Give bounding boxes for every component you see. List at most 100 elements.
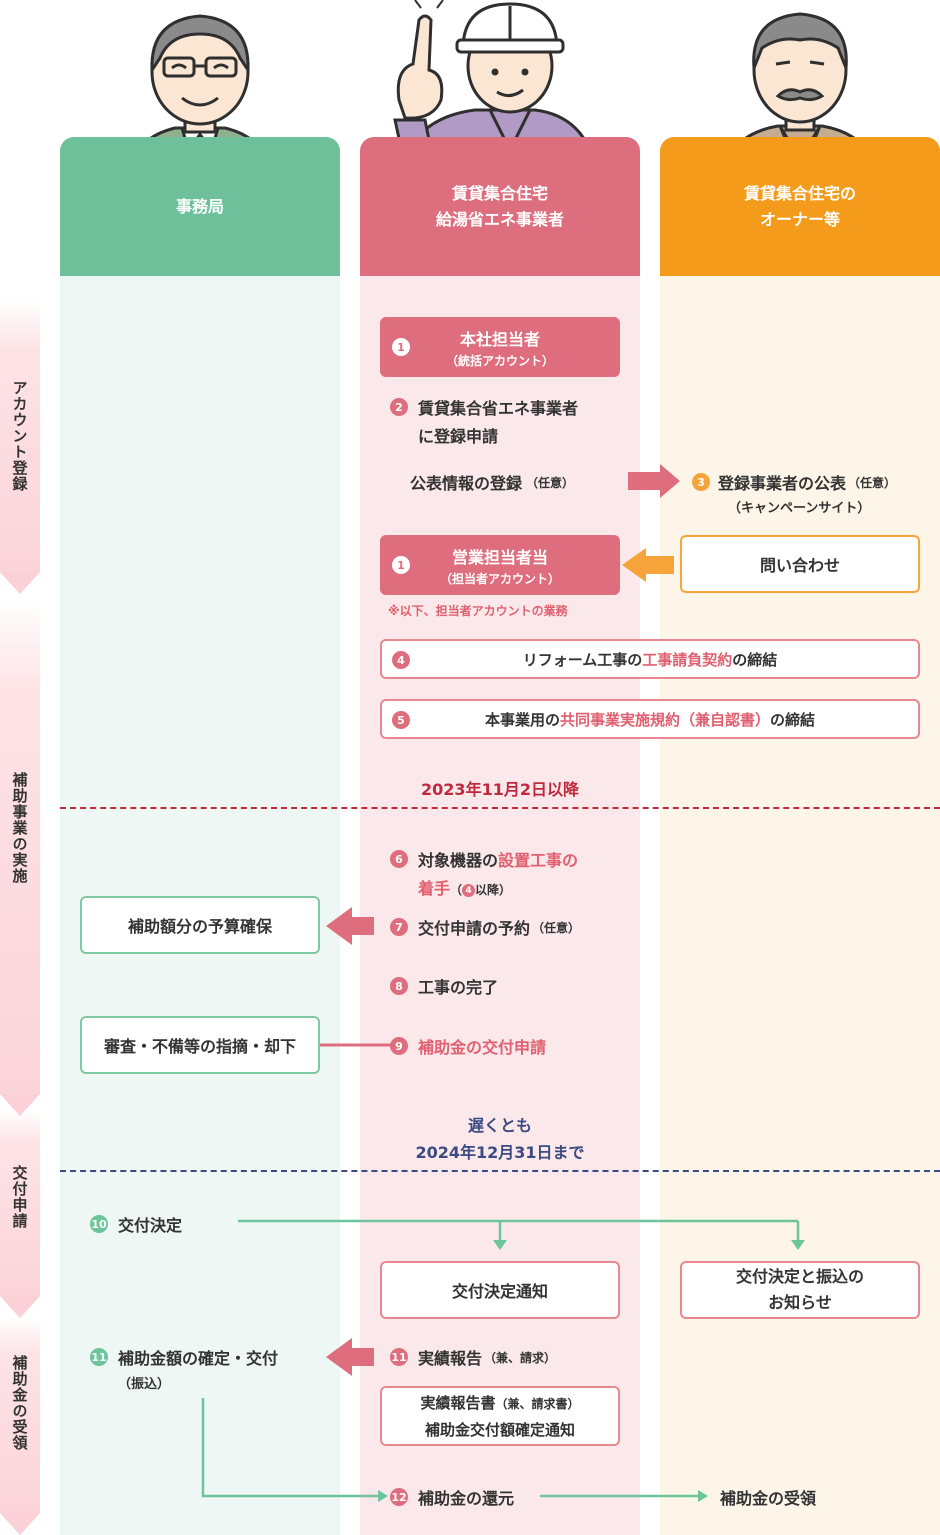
owner-notice-line1: 交付決定と振込の — [735, 1267, 864, 1286]
public-info-registration: 公表情報の登録 （任意） — [410, 470, 574, 494]
deadline-line2: 2024年12月31日まで — [415, 1143, 585, 1162]
inquiry-box: 問い合わせ — [680, 535, 920, 593]
step-register-line1: 賃貸集合省エネ事業者 — [418, 399, 579, 418]
step-construction-complete: 8 工事の完了 — [390, 974, 498, 998]
step-number: 3 — [692, 473, 710, 491]
construction-highlight-2: 着手 — [418, 879, 451, 898]
final-payment-text: 補助金額の確定・交付 — [118, 1349, 279, 1368]
report-note: （兼、請求） — [484, 1350, 557, 1365]
step-number: 1 — [392, 556, 410, 574]
arrowhead-decision-to-notice — [493, 1240, 507, 1250]
column-header-contractor: 賃貸集合住宅 給湯省エネ事業者 — [360, 137, 640, 276]
report-doc-note: （兼、請求書） — [495, 1396, 580, 1411]
phase-arrow-account — [0, 300, 40, 594]
date-start: 2023年11月2日以降 — [421, 780, 579, 799]
step-number: 9 — [390, 1037, 408, 1055]
reservation-text: 交付申請の予約 — [418, 919, 531, 938]
agreement-post: の締結 — [770, 710, 816, 729]
step-number: 2 — [390, 398, 408, 416]
step-reservation: 7 交付申請の予約 （任意） — [390, 915, 580, 939]
construction-pre: 対象機器の — [418, 851, 499, 870]
step-subsidy-refund: 12 補助金の還元 — [390, 1485, 514, 1509]
review-box: 審査・不備等の指摘・却下 — [80, 1016, 320, 1074]
contract-pre: リフォーム工事の — [522, 650, 643, 669]
step-final-payment: 11 補助金額の確定・交付 — [90, 1345, 278, 1369]
application-text: 補助金の交付申請 — [418, 1038, 547, 1057]
line-payment-to-refund — [201, 1398, 380, 1498]
col-bg-secretariat — [60, 137, 340, 1535]
step-grant-decision: 10 交付決定 — [90, 1212, 182, 1236]
phase-arrow-application — [0, 1110, 40, 1318]
agreement-pre: 本事業用の — [484, 710, 560, 729]
sales-account-box: 1 営業担当者当 （担当者アカウント） — [380, 535, 620, 595]
date-deadline: 遅くとも 2024年12月31日まで — [360, 1112, 640, 1166]
arrow-public-registration — [628, 464, 680, 498]
column-header-owner: 賃貸集合住宅の オーナー等 — [660, 137, 940, 276]
deadline-line1: 遅くとも — [467, 1116, 532, 1135]
step-number: 5 — [392, 711, 410, 729]
step-number: 11 — [90, 1348, 108, 1366]
step-number: 10 — [90, 1215, 108, 1233]
divider-date2 — [60, 1170, 940, 1172]
step-number: 1 — [392, 338, 410, 356]
contract-highlight: 工事請負契約 — [642, 650, 733, 669]
head-office-title: 本社担当者 — [459, 329, 540, 349]
owner-notice-box: 交付決定と振込の お知らせ — [680, 1261, 920, 1319]
report-document-box: 実績報告書（兼、請求書） 補助金交付額確定通知 — [380, 1386, 620, 1446]
arrowhead-payment-to-refund — [378, 1490, 388, 1502]
decision-text: 交付決定 — [118, 1216, 183, 1235]
contract-post: の締結 — [732, 650, 778, 669]
account-note: ※以下、担当者アカウントの業務 — [388, 604, 568, 618]
step-number: 8 — [390, 977, 408, 995]
decision-notice-box: 交付決定通知 — [380, 1261, 620, 1319]
final-payment-sub: （振込） — [118, 1377, 171, 1392]
phase-arrow-receipt — [0, 1318, 40, 1535]
step-subsidy-application: 9 補助金の交付申請 — [390, 1034, 546, 1058]
phase-label-implementation: 補助事業の実施 — [10, 772, 29, 884]
head-office-sub: （統括アカウント） — [445, 353, 554, 368]
step-number: 6 — [390, 850, 408, 868]
arrow-budget-reserve — [326, 907, 374, 945]
divider-date1 — [60, 807, 940, 809]
phase-label-application: 交付申請 — [10, 1165, 29, 1229]
complete-text: 工事の完了 — [418, 978, 499, 997]
construction-highlight: 設置工事の — [498, 851, 579, 870]
report-doc-line1: 実績報告書 — [420, 1393, 496, 1412]
arrowhead-refund-to-receive — [698, 1490, 708, 1502]
budget-reserve-box: 補助額分の予算確保 — [80, 896, 320, 954]
step-publish-businesses: 3 登録事業者の公表 （任意） — [692, 470, 896, 494]
head-office-account-box: 1 本社担当者 （統括アカウント） — [380, 317, 620, 377]
receive-text: 補助金の受領 — [720, 1489, 817, 1508]
phase-arrow-implementation — [0, 600, 40, 1116]
owner-notice-line2: お知らせ — [768, 1293, 832, 1312]
note-close: 以降） — [475, 883, 512, 897]
construction-contract-box: 4 リフォーム工事の工事請負契約の締結 — [380, 639, 920, 679]
publish-text: 登録事業者の公表 — [718, 474, 847, 493]
public-info-note: （任意） — [526, 475, 575, 490]
step-number-small: 4 — [462, 884, 476, 897]
agreement-highlight: 共同事業実施規約（兼自認書） — [559, 710, 770, 729]
refund-text: 補助金の還元 — [418, 1489, 515, 1508]
report-doc-line2: 補助金交付額確定通知 — [424, 1420, 575, 1439]
step-register-line2: に登録申請 — [418, 427, 499, 446]
public-info-text: 公表情報の登録 — [410, 474, 523, 493]
step-performance-report: 11 実績報告 （兼、請求） — [390, 1345, 556, 1369]
arrow-inquiry — [622, 548, 674, 582]
joint-agreement-box: 5 本事業用の共同事業実施規約（兼自認書）の締結 — [380, 699, 920, 739]
sales-title: 営業担当者当 — [451, 547, 548, 567]
phase-label-receipt: 補助金の受領 — [10, 1355, 29, 1451]
publish-note: （任意） — [848, 475, 897, 490]
sales-sub: （担当者アカウント） — [439, 571, 560, 586]
report-text: 実績報告 — [418, 1349, 483, 1368]
step-number: 12 — [390, 1488, 408, 1506]
phase-label-account: アカウント登録 — [10, 380, 29, 492]
column-header-secretariat: 事務局 — [60, 137, 340, 276]
step-number: 4 — [392, 651, 410, 669]
reservation-note: （任意） — [532, 920, 581, 935]
step-number: 7 — [390, 918, 408, 936]
note-open: （ — [450, 883, 463, 897]
step-register-application: 2 賃貸集合省エネ事業者 に登録申請 — [390, 395, 578, 451]
